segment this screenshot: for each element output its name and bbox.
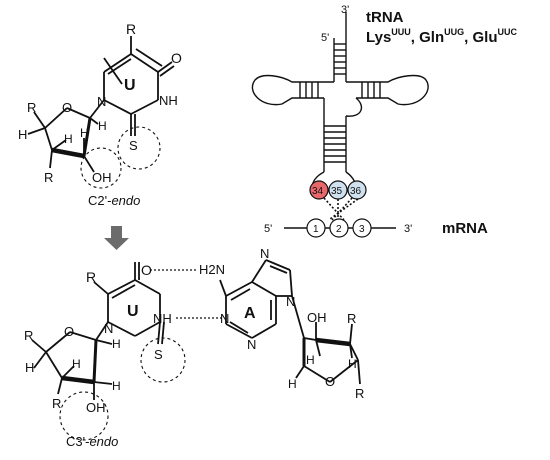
ring-oxygen: O <box>62 100 72 115</box>
h-c2: H <box>80 126 89 140</box>
codon-2-label: 2 <box>336 224 342 235</box>
h-bottom: H <box>288 377 297 391</box>
trna-anticodon: 34 35 36 <box>309 180 367 200</box>
sugar-r-left: R <box>27 100 36 115</box>
n1-label: N <box>104 321 113 336</box>
conformation-label: C2'-endo <box>88 193 140 208</box>
codon-1-label: 1 <box>313 224 319 235</box>
trna-cloverleaf <box>251 12 429 189</box>
h-right: H <box>348 357 357 371</box>
trna-labels: 3' 5' tRNA LysUUU, GlnUUG, GluUUC <box>321 4 517 46</box>
trna-5prime: 5' <box>321 32 329 44</box>
conformation-label: C3'-endo <box>66 434 118 449</box>
n7-label: N <box>260 246 269 261</box>
h-inner: H <box>72 357 81 371</box>
bottom-adenine-labels: H2N A N N N N OH R O R H H H <box>199 246 364 401</box>
mrna-3prime: 3' <box>404 223 412 235</box>
sugar-r-bottom: R <box>44 170 53 185</box>
bottom-adenine <box>219 259 361 385</box>
uracil-ring-label: U <box>127 303 139 320</box>
n9-label: N <box>286 294 295 309</box>
trna-3prime: 3' <box>341 4 349 16</box>
carbonyl-oxygen: O <box>171 50 182 66</box>
h-c2: H <box>112 379 121 393</box>
hydroxyl: OH <box>92 170 112 185</box>
adenine-ring-label: A <box>244 305 256 322</box>
arrow-shaft <box>111 226 122 238</box>
h-left: H <box>25 360 34 375</box>
carbonyl-oxygen: O <box>141 262 152 278</box>
anticodon-34-label: 34 <box>312 186 324 197</box>
anticodon-34-circle <box>309 180 329 200</box>
trna-species: LysUUU, GlnUUG, GluUUC <box>366 27 517 46</box>
thione-sulfur: S <box>129 138 138 153</box>
sugar-r-top: R <box>347 311 356 326</box>
nh-label: NH <box>159 93 178 108</box>
trna-title: tRNA <box>366 9 404 26</box>
h-anomeric: H <box>112 337 121 351</box>
n3-label: N <box>247 337 256 352</box>
r-substituent: R <box>86 269 96 285</box>
ring-oxygen: O <box>64 324 74 339</box>
hydroxyl: OH <box>86 400 106 415</box>
mrna-5prime: 5' <box>264 223 272 235</box>
codon-3-circle <box>352 218 372 238</box>
h-left: H <box>18 127 27 142</box>
mrna-label: mRNA <box>442 220 488 237</box>
thione-sulfur: S <box>154 347 163 362</box>
top-thiouridine <box>27 36 175 189</box>
sugar-r-left: R <box>24 328 33 343</box>
arrow-head <box>104 238 129 250</box>
codon-1-circle <box>306 218 326 238</box>
top-thiouridine-labels: R U O NH N S O R H R H H H OH C2'-endo <box>18 21 182 208</box>
codon-3-label: 3 <box>359 224 365 235</box>
r-substituent: R <box>126 21 136 37</box>
uracil-ring-label: U <box>124 77 136 94</box>
h-left: H <box>306 353 315 367</box>
anticodon-36-label: 36 <box>350 186 362 197</box>
sugar-r-bottom: R <box>355 386 364 401</box>
nh-label: NH <box>153 311 172 326</box>
ring-oxygen: O <box>325 374 335 389</box>
n1-label: N <box>220 311 229 326</box>
amino-label: H2N <box>199 262 225 277</box>
codon-pairing <box>323 197 359 221</box>
hydroxyl: OH <box>307 310 327 325</box>
bottom-uracil <box>31 262 186 441</box>
down-arrow <box>104 226 129 250</box>
h-inner: H <box>64 132 73 146</box>
n1-label: N <box>97 94 106 109</box>
sugar-r-bottom: R <box>52 396 61 411</box>
bottom-uracil-labels: R O U NH N S O R H R H H H OH C3'-endo <box>24 262 172 449</box>
codon-2-circle <box>329 218 349 238</box>
anticodon-35-label: 35 <box>331 186 343 197</box>
h-anomeric: H <box>98 119 107 133</box>
mrna: 1 2 3 5' 3' mRNA <box>264 218 488 238</box>
